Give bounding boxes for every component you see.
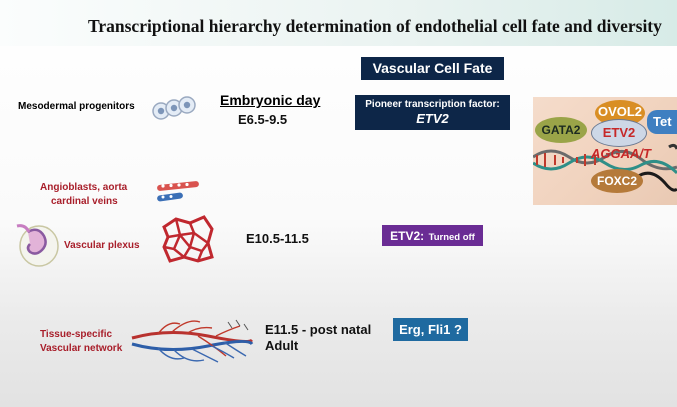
vascular-cell-fate-header: Vascular Cell Fate	[361, 57, 504, 80]
pioneer-factor-name: ETV2	[416, 111, 449, 126]
title-bar	[0, 0, 677, 46]
etv2-turned-off-note: Turned off	[428, 232, 475, 243]
gata2-label: GATA2	[541, 123, 581, 137]
etv2-turned-off-name: ETV2:	[390, 229, 425, 243]
vascular-network-icon	[131, 319, 254, 363]
progenitor-cells-icon	[152, 96, 196, 120]
erg-fli1-box: Erg, Fli1 ?	[393, 318, 468, 341]
day-e11-5-post-natal: E11.5 - post natal	[265, 322, 372, 337]
motif-label: AGGAA/T	[591, 146, 651, 161]
stage-mesodermal-progenitors: Mesodermal progenitors	[18, 101, 135, 112]
vascular-plexus-icon	[162, 215, 214, 263]
vascular-cell-fate-text: Vascular Cell Fate	[372, 60, 493, 76]
etv2-turned-off-box: ETV2: Turned off	[382, 225, 483, 246]
slide-title: Transcriptional hierarchy determination …	[88, 16, 662, 36]
ovol2-label: OVOL2	[597, 104, 643, 119]
stage-angioblasts-line2: cardinal veins	[51, 196, 118, 207]
stage-angioblasts-line1: Angioblasts, aorta	[40, 182, 128, 193]
pioneer-factor-label: Pioneer transcription factor:	[365, 99, 500, 110]
tet-blob	[647, 110, 677, 134]
etv2-blob	[591, 119, 647, 147]
erg-fli1-text: Erg, Fli1 ?	[399, 322, 462, 337]
day-e6-5-9-5: E6.5-9.5	[238, 112, 288, 127]
gata2-blob	[535, 117, 587, 143]
pioneer-factor-box: Pioneer transcription factor: ETV2	[355, 95, 510, 130]
embryo-icon	[16, 224, 59, 267]
foxc2-blob	[591, 169, 643, 193]
foxc2-label: FOXC2	[596, 174, 637, 188]
tet-label: Tet	[653, 114, 672, 129]
day-e10-5-11-5: E10.5-11.5	[246, 231, 309, 246]
stage-tissue-specific-line1: Tissue-specific	[40, 329, 113, 340]
transcription-complex-illustration: OVOL2 GATA2 ETV2 Tet AGGAA/T FOXC2	[533, 97, 677, 205]
stage-vascular-plexus: Vascular plexus	[64, 240, 140, 251]
angioblast-vessel-icon	[157, 181, 199, 202]
day-adult: Adult	[265, 338, 299, 353]
embryonic-day-label: Embryonic day	[220, 92, 321, 108]
stage-tissue-specific-line2: Vascular network	[40, 343, 123, 354]
etv2-label: ETV2	[602, 125, 636, 140]
